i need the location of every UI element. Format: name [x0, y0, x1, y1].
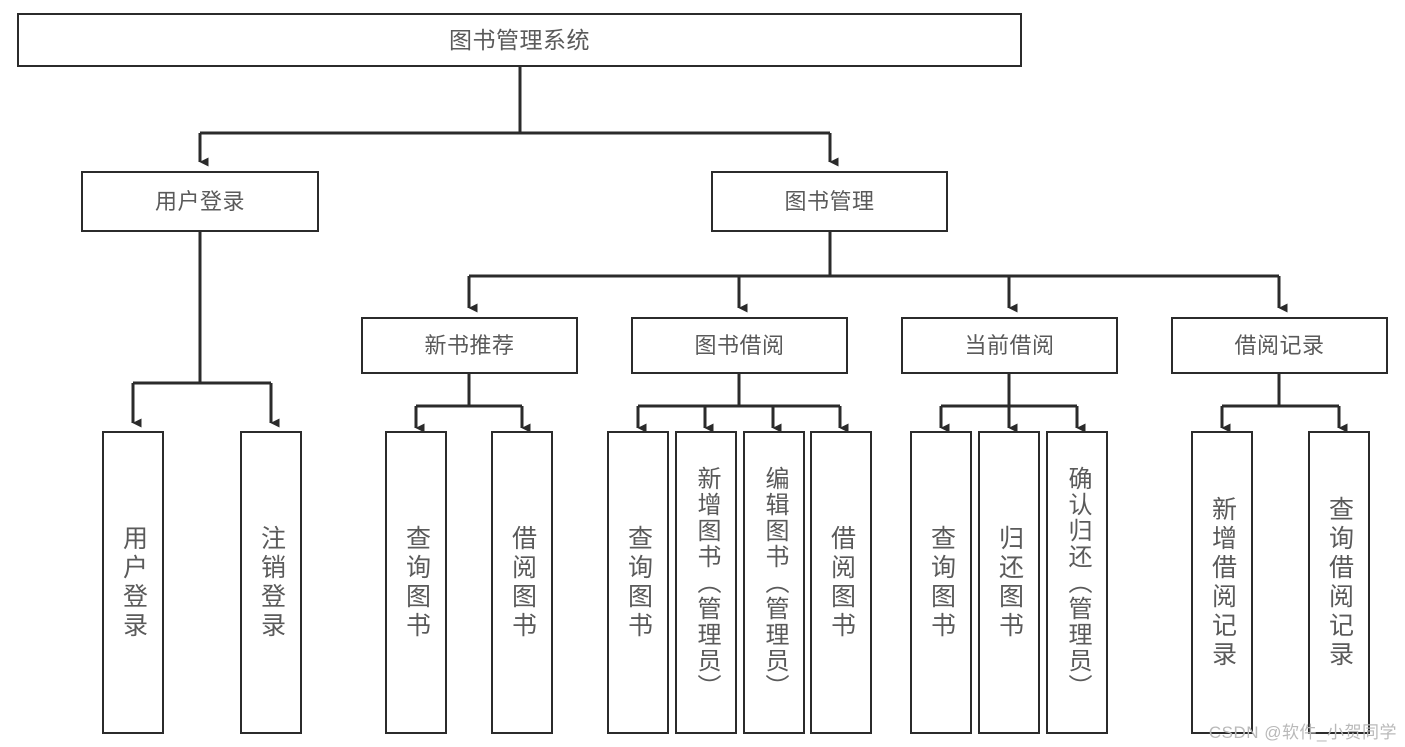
- node-label: 借阅图书: [827, 524, 856, 641]
- node-label: 编辑图书（管理员）: [761, 465, 788, 700]
- leaf-borrow-edit-book-admin[interactable]: 编辑图书（管理员）: [743, 431, 805, 734]
- leaf-user-login-signout[interactable]: 注销登录: [240, 431, 302, 734]
- node-label: 注销登录: [257, 524, 286, 641]
- leaf-new-book-borrow[interactable]: 借阅图书: [491, 431, 553, 734]
- leaf-record-query[interactable]: 查询借阅记录: [1308, 431, 1370, 734]
- node-borrow-record[interactable]: 借阅记录: [1171, 317, 1388, 374]
- node-label: 新书推荐: [424, 332, 515, 358]
- node-label: 用户登录: [119, 524, 148, 641]
- node-label: 查询图书: [402, 524, 431, 641]
- leaf-borrow-borrow-book[interactable]: 借阅图书: [810, 431, 872, 734]
- node-label: 用户登录: [154, 188, 245, 214]
- csdn-watermark: CSDN @软件_小贺同学: [1208, 723, 1397, 742]
- node-label: 查询借阅记录: [1325, 495, 1354, 670]
- node-label: 查询图书: [927, 524, 956, 641]
- leaf-record-add[interactable]: 新增借阅记录: [1191, 431, 1253, 734]
- node-label: 新增借阅记录: [1208, 495, 1237, 670]
- leaf-borrow-add-book-admin[interactable]: 新增图书（管理员）: [675, 431, 737, 734]
- node-label: 图书管理: [784, 188, 875, 214]
- node-root-system[interactable]: 图书管理系统: [17, 13, 1022, 67]
- leaf-new-book-query[interactable]: 查询图书: [385, 431, 447, 734]
- node-user-login[interactable]: 用户登录: [81, 171, 319, 232]
- node-book-management[interactable]: 图书管理: [711, 171, 948, 232]
- node-label: 确认归还（管理员）: [1064, 465, 1091, 700]
- node-new-book-recommend[interactable]: 新书推荐: [361, 317, 578, 374]
- node-book-borrow[interactable]: 图书借阅: [631, 317, 848, 374]
- node-label: 新增图书（管理员）: [693, 465, 720, 700]
- leaf-current-confirm-return-admin[interactable]: 确认归还（管理员）: [1046, 431, 1108, 734]
- leaf-user-login-signin[interactable]: 用户登录: [102, 431, 164, 734]
- node-label: 当前借阅: [964, 332, 1055, 358]
- leaf-current-query-book[interactable]: 查询图书: [910, 431, 972, 734]
- node-label: 图书管理系统: [449, 26, 590, 53]
- node-label: 借阅记录: [1234, 332, 1325, 358]
- node-label: 图书借阅: [694, 332, 785, 358]
- leaf-borrow-query-book[interactable]: 查询图书: [607, 431, 669, 734]
- node-label: 查询图书: [624, 524, 653, 641]
- node-label: 借阅图书: [508, 524, 537, 641]
- leaf-current-return-book[interactable]: 归还图书: [978, 431, 1040, 734]
- node-label: 归还图书: [995, 524, 1024, 641]
- node-current-borrow[interactable]: 当前借阅: [901, 317, 1118, 374]
